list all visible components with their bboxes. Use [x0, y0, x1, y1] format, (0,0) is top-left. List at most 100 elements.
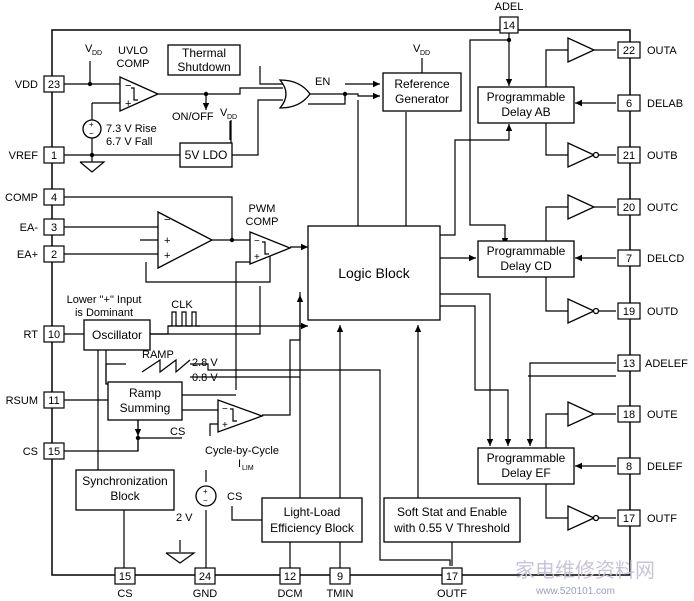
vdd-label-ldo: V: [220, 107, 228, 119]
onoff-label: ON/OFF: [172, 111, 214, 123]
pin-ea-plus-name: EA+: [17, 249, 38, 261]
source-plus: +: [89, 120, 94, 129]
pin-outa-num: 22: [623, 45, 635, 57]
pin-rt: 10 RT: [24, 325, 65, 343]
synchronization-block: Synchronization Block: [75, 469, 175, 511]
pin-bottom-cs-num: 15: [119, 571, 131, 583]
soft-start-block: Soft Stat and Enable with 0.55 V Thresho…: [383, 497, 521, 543]
pin-rsum-name: RSUM: [6, 395, 38, 407]
pin-outa: 22 OUTA: [617, 41, 677, 59]
pin-bottom-outf-name: OUTF: [437, 588, 467, 600]
ea-plus-sign-1: +: [164, 235, 170, 247]
pin-bottom-cs-name: CS: [117, 588, 132, 600]
uvlo-minus: −: [125, 80, 131, 92]
pin-outc-name: OUTC: [647, 202, 678, 214]
pin-adel-name: ADEL: [495, 1, 524, 13]
thermal-shutdown-block: Thermal Shutdown: [167, 44, 241, 76]
pin-outc-num: 20: [623, 202, 635, 214]
pin-outd-name: OUTD: [647, 306, 678, 318]
buffer-oute: [567, 400, 596, 428]
two-volt-source: + −: [195, 485, 217, 507]
buffer-outb: [567, 141, 596, 169]
ilim-label-sub: LIM: [242, 465, 254, 472]
pin-bottom-gnd-name: GND: [193, 588, 218, 600]
cs-small-label: CS: [170, 426, 185, 438]
vdd-label-refgen: V: [413, 43, 421, 55]
pwm-minus: −: [254, 236, 260, 247]
pin-bottom-dcm-num: 12: [284, 571, 296, 583]
pin-outf-name: OUTF: [647, 513, 677, 525]
thermal-label-line1: Thermal: [182, 46, 226, 60]
pin-vdd-name: VDD: [15, 79, 38, 91]
uvlo-fall: 6.7 V Fall: [106, 136, 152, 148]
pin-outa-name: OUTA: [647, 45, 677, 57]
ramp-sum-line1: Ramp: [129, 386, 161, 400]
junction-dots: [87, 37, 512, 441]
soft-start-line1: Soft Stat and Enable: [397, 505, 507, 519]
pin-oute: 18 OUTE: [617, 405, 678, 423]
ramp-low-label: 0.8 V: [192, 372, 218, 384]
pin-ea-plus-num: 2: [51, 249, 57, 261]
cbc-label: Cycle-by-Cycle: [205, 445, 279, 457]
watermark-text: 家电维修资料网: [515, 558, 655, 582]
uvlo-label-1: UVLO: [118, 45, 148, 57]
refgen-label-line2: Generator: [395, 92, 449, 106]
pin-vdd-num: 23: [48, 79, 60, 91]
ramp-summing-block: Ramp Summing: [107, 381, 183, 421]
buffer-outa: [567, 36, 596, 64]
pin-outb-name: OUTB: [647, 150, 678, 162]
pin-outb: 21 OUTB: [617, 146, 678, 164]
buffer-outc: [567, 193, 596, 221]
pin-delab-num: 6: [626, 98, 632, 110]
pin-bottom-outf-num: 17: [446, 571, 458, 583]
lower-input-1: Lower "+" Input: [67, 294, 142, 306]
buffer-outd: [567, 297, 596, 325]
delay-ab-line2: Delay AB: [501, 105, 550, 119]
delay-ef-line1: Programmable: [487, 451, 566, 465]
buffer-outf: [567, 504, 596, 532]
pin-vref-num: 1: [51, 150, 57, 162]
pin-oute-num: 18: [623, 409, 635, 421]
light-load-line1: Light-Load: [284, 505, 341, 519]
pin-outb-num: 21: [623, 150, 635, 162]
pin-bottom-dcm: 12 DCM: [277, 567, 303, 600]
two-v-minus: −: [203, 496, 208, 505]
delay-cd-line2: Delay CD: [500, 259, 552, 273]
pin-bottom-gnd-num: 24: [199, 571, 211, 583]
delay-ab-block: Programmable Delay AB: [477, 86, 575, 124]
ramp-label: RAMP: [142, 349, 174, 361]
cbc-minus: −: [222, 404, 228, 415]
vdd-label-refgen-sub: DD: [420, 50, 430, 57]
ramp-waveform: [141, 358, 191, 374]
pin-adel: 14 ADEL: [495, 1, 524, 34]
pin-delef-name: DELEF: [647, 461, 683, 473]
reference-generator-block: Reference Generator: [382, 72, 462, 112]
watermark-url: www.520101.com: [535, 586, 615, 597]
pin-comp-num: 4: [51, 192, 57, 204]
wires: [64, 30, 616, 568]
pin-delab-name: DELAB: [647, 98, 683, 110]
ea-minus-sign: −: [164, 214, 170, 226]
ramp-high-label: 2.8 V: [192, 357, 218, 369]
delay-cd-block: Programmable Delay CD: [477, 240, 575, 278]
ldo-block: 5V LDO: [179, 142, 233, 168]
error-amplifier: − + +: [157, 210, 214, 270]
pin-adelef-name: ADELEF: [645, 358, 688, 370]
vdd-label-top: V: [85, 43, 93, 55]
clk-waveform: [168, 311, 200, 327]
delay-ab-line1: Programmable: [487, 90, 566, 104]
ilim-label: I: [238, 458, 241, 470]
pin-rsum: 11 RSUM: [6, 391, 65, 409]
pin-ea-plus: 2 EA+: [17, 245, 65, 263]
uvlo-reference-source: + −: [82, 119, 102, 139]
output-buffers: [567, 36, 600, 532]
vdd-label-top-sub: DD: [92, 50, 102, 57]
ramp-sum-line2: Summing: [120, 401, 171, 415]
delay-ef-block: Programmable Delay EF: [477, 447, 575, 485]
pin-oute-name: OUTE: [647, 409, 678, 421]
oscillator-label: Oscillator: [92, 328, 142, 342]
pin-outf-num: 17: [623, 513, 635, 525]
cs-lightload-label: CS: [227, 491, 242, 503]
two-v-plus: +: [203, 487, 208, 496]
